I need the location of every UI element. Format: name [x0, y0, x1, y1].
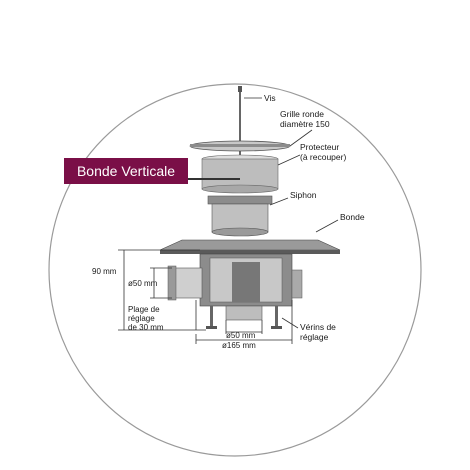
dim-plage-3: de 30 mm [128, 323, 164, 332]
dim-outlet-bottom: ø50 mm [226, 331, 256, 340]
dim-plage-1: Plage de [128, 305, 160, 314]
label-verins-1: Vérins de [300, 322, 336, 332]
dim-diameter: ø165 mm [222, 341, 256, 350]
label-protecteur-2: (à recouper) [300, 152, 346, 162]
dim-height: 90 mm [92, 267, 117, 276]
label-vis: Vis [264, 93, 276, 103]
title-banner: Bonde Verticale [64, 158, 188, 184]
label-verins-2: réglage [300, 332, 329, 342]
dim-plage-2: réglage [128, 314, 155, 323]
dim-outlet-side: ø50 mm [128, 279, 158, 288]
protector [180, 154, 279, 194]
label-protecteur-1: Protecteur [300, 142, 339, 152]
label-grille-1: Grille ronde [280, 109, 324, 119]
leader-lines [244, 97, 339, 329]
label-bonde: Bonde [340, 212, 365, 222]
round-grille [189, 140, 291, 152]
label-siphon: Siphon [290, 190, 317, 200]
dimension-lines [118, 249, 293, 344]
frame-circle [48, 83, 422, 457]
bonde-body [159, 239, 341, 329]
label-grille-2: diamètre 150 [280, 119, 330, 129]
siphon [207, 195, 273, 237]
